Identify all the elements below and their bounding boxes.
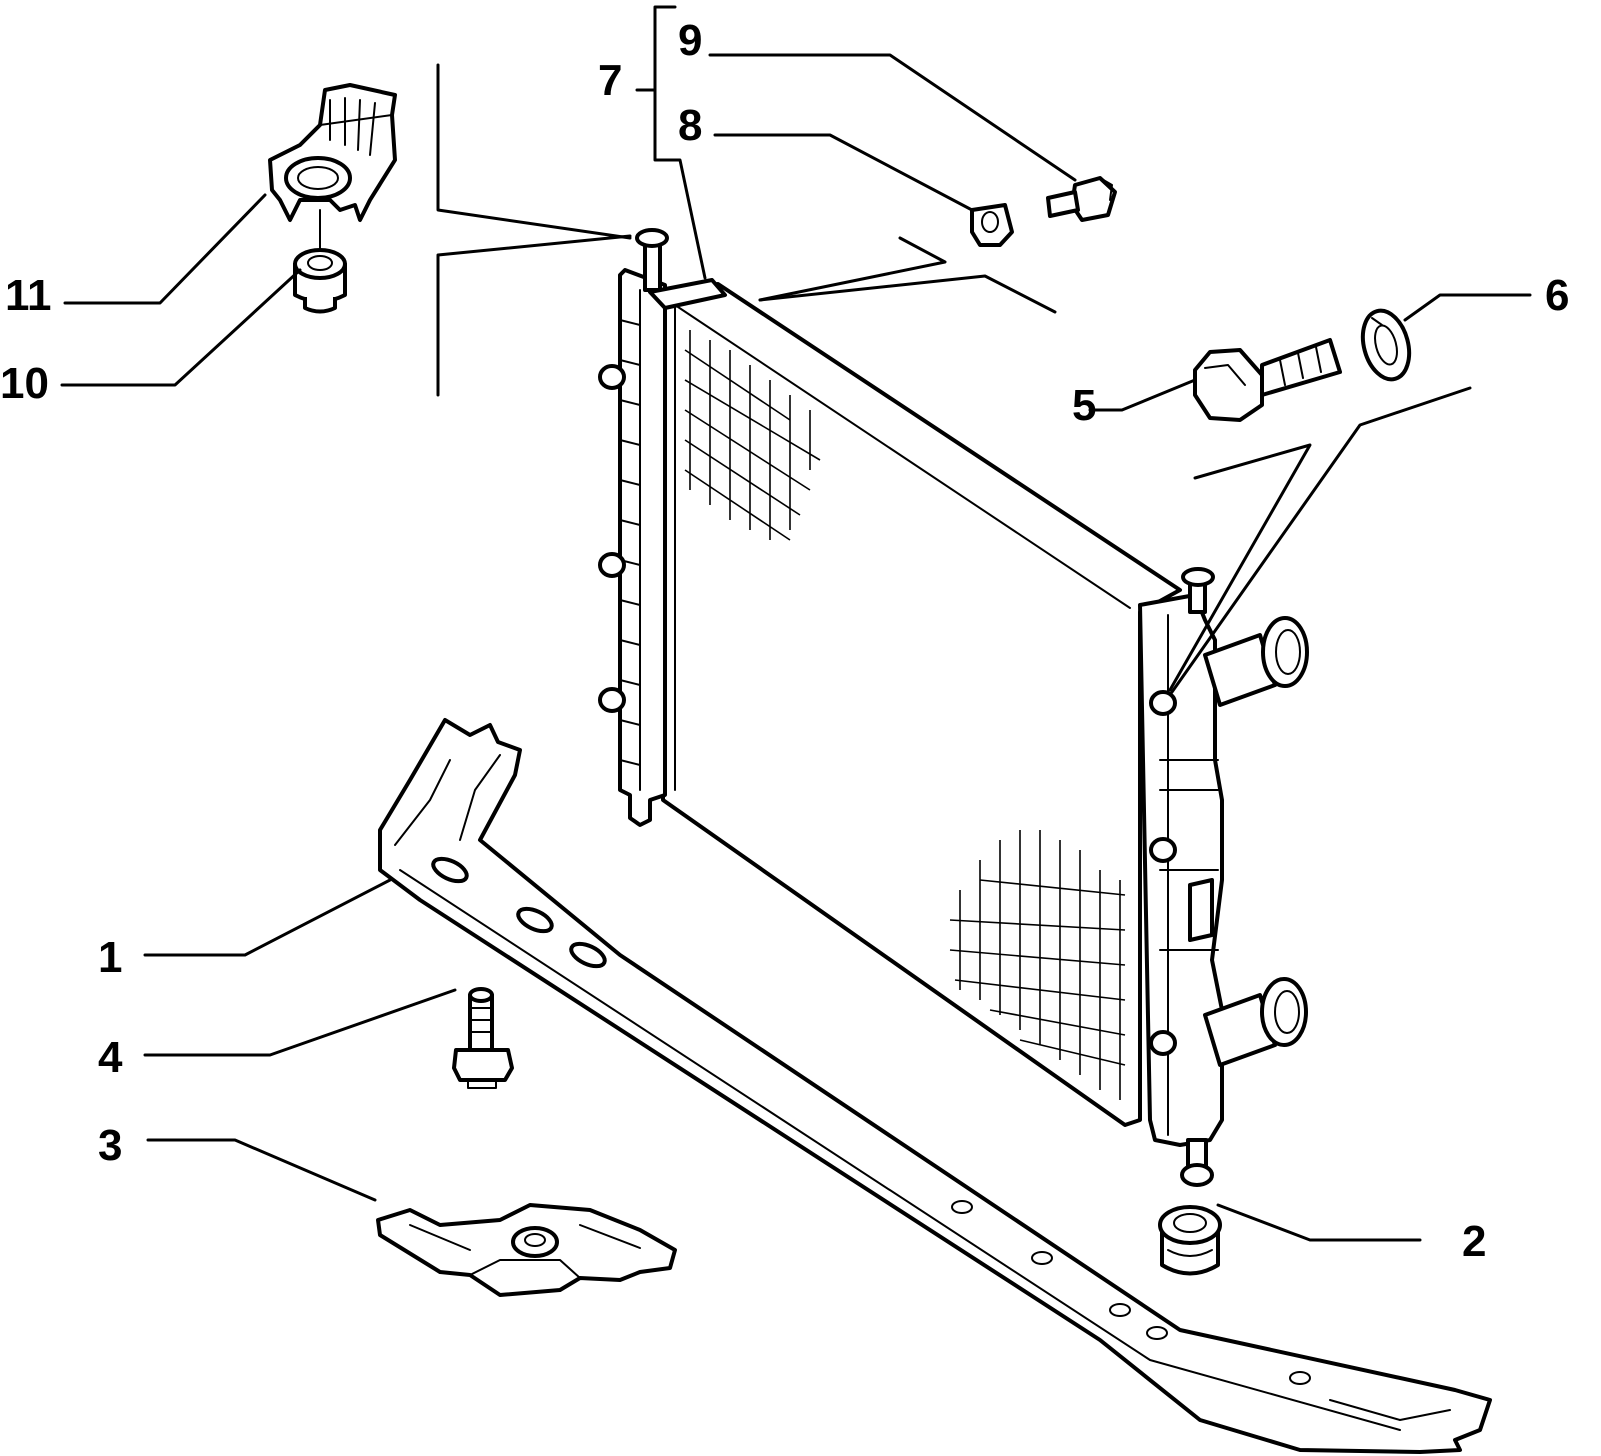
callout-4: 4 xyxy=(98,1033,123,1082)
callout-9: 9 xyxy=(678,16,702,65)
part-5-hex-bolt xyxy=(1193,338,1342,422)
lower-cross-member xyxy=(378,718,1492,1454)
part-11-support-bracket xyxy=(268,83,397,251)
part-3-bracket xyxy=(376,1203,677,1297)
part-8-washer xyxy=(970,203,1014,247)
callout-labels: 1 2 3 4 5 6 7 8 9 10 11 xyxy=(0,16,1569,1266)
part-10-grommet xyxy=(293,248,347,314)
radiator xyxy=(598,228,1309,1187)
part-4-bolt xyxy=(452,987,514,1089)
callout-6: 6 xyxy=(1545,271,1569,320)
radiator-core-grid-lower xyxy=(949,830,1126,1100)
part-9-bleed-screw xyxy=(1046,176,1117,222)
callout-7: 7 xyxy=(598,56,622,105)
part-2-grommet xyxy=(1158,1205,1222,1276)
callout-2: 2 xyxy=(1462,1217,1486,1266)
leader-lines xyxy=(60,5,1532,1242)
part-6-lock-washer xyxy=(1360,308,1412,382)
callout-3: 3 xyxy=(98,1121,122,1170)
callout-11: 11 xyxy=(5,271,52,320)
callout-10: 10 xyxy=(0,359,49,408)
callout-8: 8 xyxy=(678,101,702,150)
callout-5: 5 xyxy=(1072,381,1096,430)
radiator-core-grid-upper xyxy=(684,330,821,541)
callout-1: 1 xyxy=(98,933,122,982)
